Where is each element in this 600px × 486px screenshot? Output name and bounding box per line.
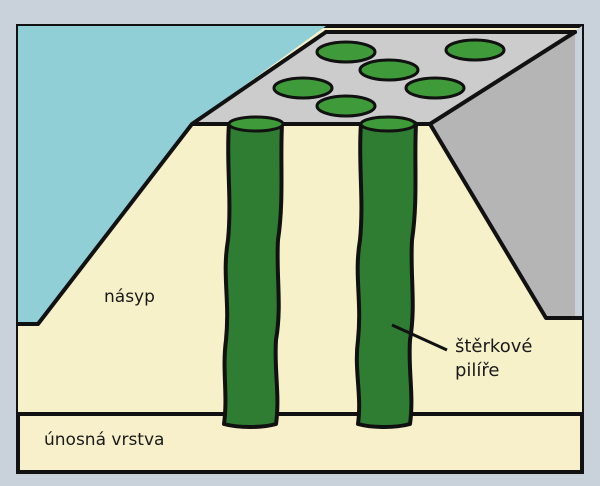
embankment-label: násyp: [104, 287, 155, 307]
gravel-piles-label-line1: štěrkové: [455, 336, 533, 357]
road-back-edge: [190, 30, 328, 126]
gravel-pile-left: [222, 117, 284, 429]
road-side-edge: [428, 30, 577, 126]
gravel-pile-right: [354, 117, 418, 429]
embankment-body: [18, 124, 582, 414]
gravel-pile-left-top: [227, 115, 285, 133]
road-side-face: [430, 33, 575, 318]
pile-top: [444, 38, 506, 62]
bearing-layer: [20, 414, 580, 470]
gravel-pile-right-top: [359, 115, 417, 133]
pile-top: [315, 94, 377, 118]
bearing-layer-label: únosná vrstva: [44, 430, 165, 450]
right-slope-line: [428, 122, 584, 320]
gravel-pile-leader-line: [391, 323, 448, 352]
structure-outlines: [16, 30, 584, 416]
pile-top: [315, 40, 377, 64]
pile-top: [404, 76, 466, 100]
pile-top-ellipses: [272, 38, 506, 118]
left-slope-line: [16, 122, 432, 326]
pile-top: [358, 58, 420, 82]
gravel-piles-label-line2: pilíře: [455, 360, 500, 381]
pile-top: [272, 76, 334, 100]
